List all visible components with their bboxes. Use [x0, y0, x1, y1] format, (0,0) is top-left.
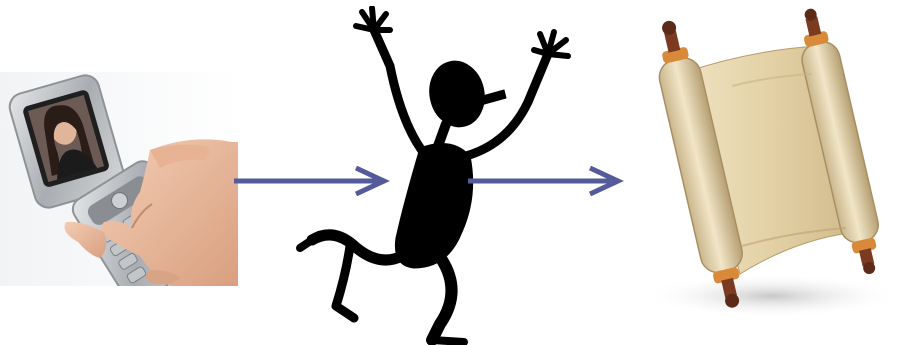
parchment-scroll-icon [622, 6, 902, 322]
right-arrow-icon [468, 166, 628, 196]
flip-phone-in-hand-icon [0, 72, 238, 286]
